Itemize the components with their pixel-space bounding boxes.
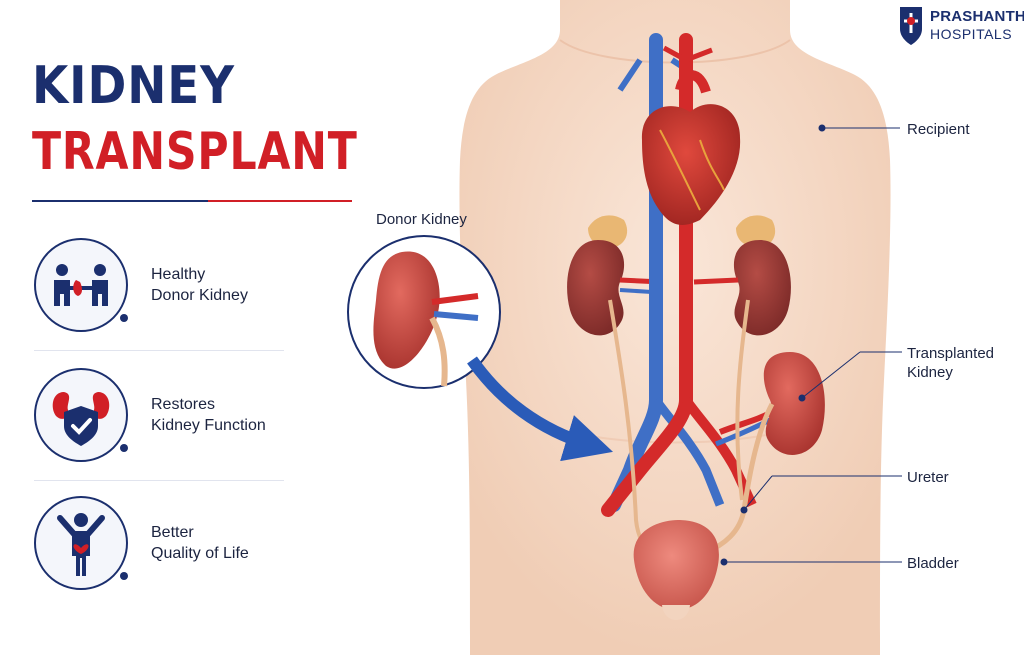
feature-1-line1: Healthy [151,266,206,283]
feature-quality-of-life: Better Quality of Life [34,496,294,596]
bladder-label: Bladder [907,555,959,572]
person-heart-icon [34,496,128,590]
transplanted-kidney-label: Transplanted Kidney [907,345,994,381]
feature-divider [34,480,284,481]
transplant-ureter [705,402,775,555]
ureter-label: Ureter [907,469,949,486]
native-kidney-right [733,240,791,336]
handshake-icon [34,238,128,332]
transplant-arrow [467,356,613,462]
hospital-logo [900,7,922,45]
native-kidney-left [567,240,625,336]
transplanted-kidney [763,352,825,455]
donor-kidney [373,251,440,369]
kidney-shield-icon [34,368,128,462]
feature-3-line1: Better [151,524,194,541]
donor-kidney-label: Donor Kidney [376,211,467,228]
feature-1-line2: Donor Kidney [151,287,248,304]
brand-name-line1: PRASHANTH [930,8,1024,25]
feature-3-line2: Quality of Life [151,545,249,562]
page-title-line2: TRANSPLANT [32,122,358,182]
torso [459,0,891,655]
recipient-label: Recipient [907,121,970,138]
feature-healthy-donor: Healthy Donor Kidney [34,238,294,338]
feature-2-line2: Kidney Function [151,417,266,434]
feature-2-line1: Restores [151,396,216,413]
feature-restores-function: Restores Kidney Function [34,368,294,468]
heart [641,104,741,225]
title-divider [32,200,352,202]
page-title-line1: KIDNEY [32,56,235,116]
brand-name-line2: HOSPITALS [930,26,1013,42]
bladder [633,520,719,610]
feature-divider [34,350,284,351]
